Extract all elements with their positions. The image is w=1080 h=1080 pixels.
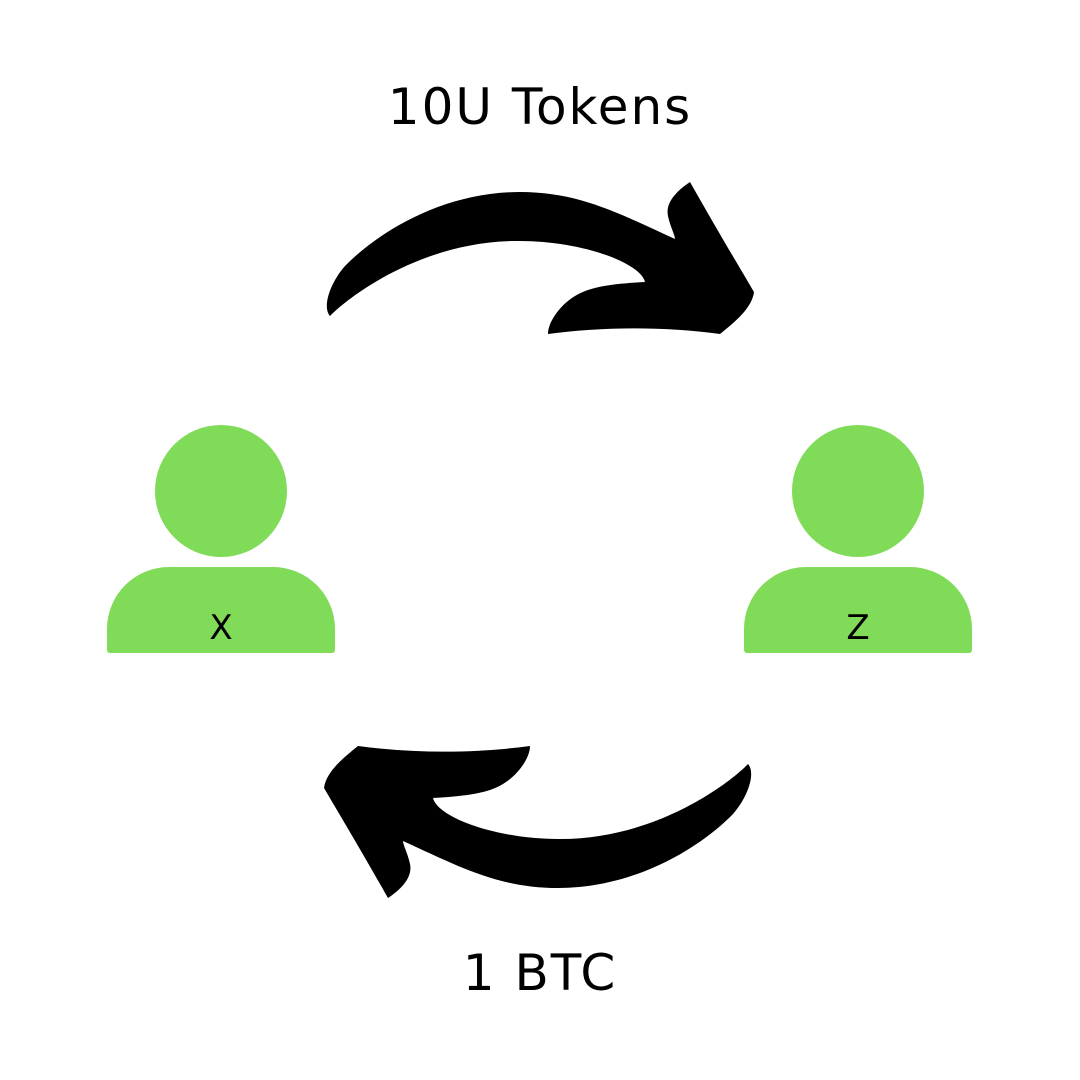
person-z-head (792, 425, 924, 557)
person-z: Z (744, 425, 972, 655)
person-z-body (744, 567, 972, 653)
person-x-head (155, 425, 287, 557)
person-x-body (107, 567, 335, 653)
bottom-transfer-label: 1 BTC (462, 944, 618, 1002)
person-x: X (107, 425, 335, 655)
person-z-name: Z (846, 608, 870, 648)
person-x-name: X (209, 608, 233, 648)
top-transfer-label: 10U Tokens (387, 78, 693, 136)
